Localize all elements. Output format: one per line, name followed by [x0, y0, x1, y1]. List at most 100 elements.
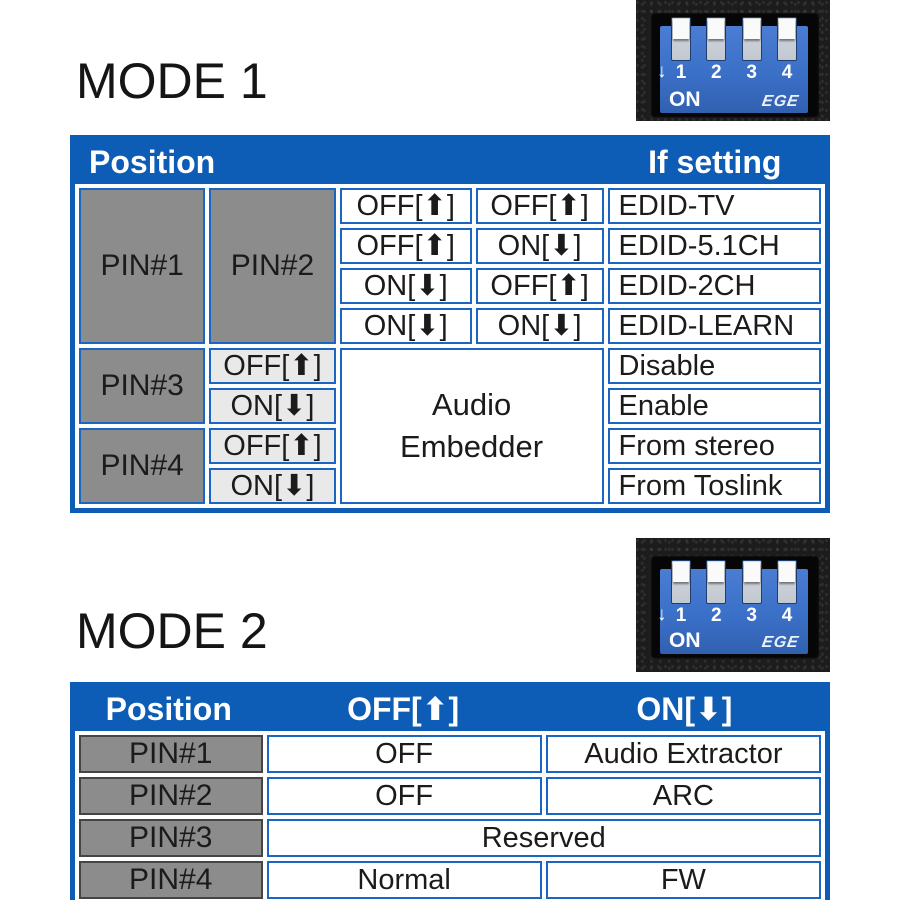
dip-switch-cap	[778, 562, 795, 582]
dip-number-1: ↓1	[657, 604, 687, 626]
down-arrow-icon: ↓	[657, 604, 667, 625]
dip-switch-cap	[743, 562, 760, 582]
dip-number-4: 4	[781, 605, 793, 626]
brand-logo: EGE	[760, 93, 801, 110]
pin2-state: ON[⬇]	[475, 228, 604, 264]
dip-number-2: 2	[711, 605, 722, 626]
dip-switch-body: ↓1 2 3 4 ON EGE	[657, 17, 808, 113]
on-value: FW	[545, 861, 821, 899]
setting-result: EDID-LEARN	[607, 308, 821, 344]
dip-number-4: 4	[781, 62, 793, 83]
on-value: Audio Extractor	[545, 735, 821, 773]
pin2-cell: PIN#2	[79, 777, 263, 815]
mode1-title: MODE 1	[76, 53, 268, 109]
dip-switch-levers	[668, 560, 800, 604]
dip-switch-lever-2	[706, 560, 727, 604]
pin1-cell: PIN#1	[79, 188, 206, 344]
mode2-table-body: PIN#1 OFF Audio Extractor PIN#2 OFF ARC …	[75, 731, 825, 900]
dip-number-3: 3	[746, 605, 757, 626]
mode2-header-position: Position	[105, 690, 232, 727]
dip-switch-body: ↓1 2 3 4 ON EGE	[657, 560, 808, 654]
table-row: ON[⬇] OFF[⬆] EDID-2CH	[79, 268, 821, 304]
setting-result: Disable	[607, 348, 821, 384]
setting-result: EDID-2CH	[607, 268, 821, 304]
on-label: ON	[669, 88, 701, 111]
down-arrow-icon: ↓	[657, 61, 667, 82]
setting-result: Enable	[607, 388, 821, 424]
table-row: ON[⬇] Enable	[79, 388, 821, 424]
dip-switch-cap	[778, 19, 795, 39]
dip-switch-lever-1	[671, 560, 691, 604]
pin1-state: OFF[⬆]	[339, 188, 472, 224]
dip-footer: ON EGE	[668, 626, 801, 654]
setting-result: From stereo	[607, 428, 821, 464]
dip-switch-cap	[743, 19, 760, 39]
reserved-cell: Reserved	[266, 819, 821, 857]
mode2-title: MODE 2	[76, 603, 268, 659]
audio-embedder-cell: Audio Embedder	[339, 348, 604, 504]
dip-switch-lever-2	[706, 17, 727, 61]
table-row: PIN#4 OFF[⬆] From stereo	[79, 428, 821, 504]
pin1-state: OFF[⬆]	[339, 228, 472, 264]
dip-number-3: 3	[746, 62, 757, 83]
pin3-cell: PIN#3	[79, 819, 263, 857]
table-row: PIN#1 PIN#2 OFF[⬆] OFF[⬆] EDID-TV	[79, 188, 821, 344]
dip-switch-cap	[708, 19, 725, 39]
pin2-state: OFF[⬆]	[475, 268, 604, 304]
dip-switch-lever-1	[671, 17, 691, 61]
table-row: PIN#3 OFF[⬆] Audio Embedder Disable	[79, 348, 821, 504]
mode1-table: Position If setting PIN#1 PIN#2 OFF[⬆] O…	[70, 135, 830, 513]
pin4-state: OFF[⬆]	[209, 428, 336, 464]
pin1-cell: PIN#1	[79, 735, 263, 773]
mode2-table: Position OFF[⬆] ON[⬇] PIN#1 OFF Audio Ex…	[70, 682, 830, 900]
pin4-cell: PIN#4	[79, 428, 206, 504]
dip-recess: ↓1 2 3 4 ON EGE	[649, 13, 819, 118]
dip-switch-photo-mode1: ↓1 2 3 4 ON EGE	[636, 0, 830, 121]
dip-switch-lever-4	[776, 17, 797, 61]
on-value: ARC	[545, 777, 821, 815]
setting-result: EDID-5.1CH	[607, 228, 821, 264]
mode1-table-header: Position If setting	[75, 140, 825, 184]
off-value: OFF	[266, 735, 542, 773]
setting-result: EDID-TV	[607, 188, 821, 224]
mode1-header-if-setting: If setting	[648, 143, 782, 180]
dip-footer: ON EGE	[668, 83, 801, 113]
table-row: ON[⬇] From Toslink	[79, 468, 821, 504]
pin1-state: ON[⬇]	[339, 268, 472, 304]
mode2-header-on: ON[⬇]	[636, 691, 733, 727]
pin3-state: ON[⬇]	[209, 388, 336, 424]
on-label: ON	[669, 629, 701, 652]
dip-recess: ↓1 2 3 4 ON EGE	[649, 556, 819, 659]
dip-switch-lever-3	[741, 560, 762, 604]
pin4-cell: PIN#4	[79, 861, 263, 899]
dip-switch-lever-3	[741, 17, 762, 61]
table-row: PIN#1 OFF Audio Extractor	[79, 735, 821, 773]
setting-result: From Toslink	[607, 468, 821, 504]
dip-switch-photo-mode2: ↓1 2 3 4 ON EGE	[636, 538, 830, 672]
dip-switch-lever-4	[776, 560, 797, 604]
mode2-header-off: OFF[⬆]	[347, 691, 460, 727]
mode1-header-position: Position	[89, 143, 216, 180]
dip-switch-cap	[673, 562, 689, 582]
table-row: ON[⬇] ON[⬇] EDID-LEARN	[79, 308, 821, 344]
pin2-state: OFF[⬆]	[475, 188, 604, 224]
mode2-table-header: Position OFF[⬆] ON[⬇]	[75, 687, 825, 731]
off-value: OFF	[266, 777, 542, 815]
table-row: PIN#4 Normal FW	[79, 861, 821, 899]
pin2-state: ON[⬇]	[475, 308, 604, 344]
dip-switch-cap	[673, 19, 689, 39]
dip-number-2: 2	[711, 62, 722, 83]
pin2-cell: PIN#2	[209, 188, 336, 344]
dip-switch-numbers: ↓1 2 3 4	[657, 61, 800, 83]
dip-number-1: ↓1	[657, 61, 687, 83]
dip-switch-cap	[708, 562, 725, 582]
mode1-table-body: PIN#1 PIN#2 OFF[⬆] OFF[⬆] EDID-TV OFF[⬆]…	[75, 184, 825, 508]
table-row: PIN#2 OFF ARC	[79, 777, 821, 815]
pin4-state: ON[⬇]	[209, 468, 336, 504]
brand-logo: EGE	[760, 634, 801, 651]
off-value: Normal	[266, 861, 542, 899]
dip-switch-numbers: ↓1 2 3 4	[657, 604, 800, 626]
pin3-cell: PIN#3	[79, 348, 206, 424]
pin3-state: OFF[⬆]	[209, 348, 336, 384]
